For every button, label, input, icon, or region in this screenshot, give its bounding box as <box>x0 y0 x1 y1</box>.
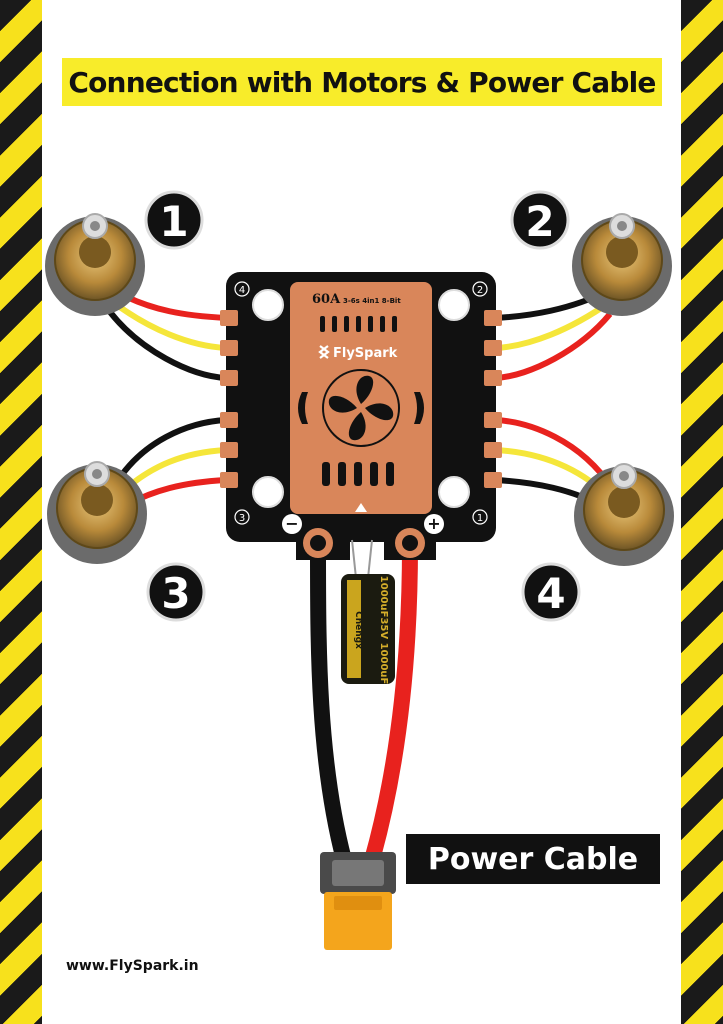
corner-label-1: 1 <box>477 513 483 524</box>
hazard-stripe-right <box>681 0 723 1024</box>
title-banner: Connection with Motors & Power Cable <box>62 58 662 106</box>
arrow-up-icon <box>355 503 367 512</box>
motor-1 <box>45 213 145 316</box>
mount-hole <box>252 476 284 508</box>
mount-hole <box>252 289 284 321</box>
motor-3 <box>47 461 147 564</box>
mount-hole <box>438 476 470 508</box>
motor-2 <box>572 213 672 316</box>
fan-icon <box>322 369 400 447</box>
mount-hole <box>438 289 470 321</box>
power-wires <box>310 537 418 868</box>
motor-number-3: 3 <box>146 562 206 622</box>
svg-text:3: 3 <box>161 569 190 618</box>
esc-board: 4 2 3 1 60A 3-6s 4in1 8-Bit <box>220 272 502 560</box>
svg-text:2: 2 <box>525 197 554 246</box>
plus-sign: + <box>427 514 440 533</box>
esc-brand: FlySpark <box>333 346 398 361</box>
vent-slots <box>320 316 397 486</box>
motor-4 <box>574 463 674 566</box>
motor-number-1: 1 <box>144 190 204 250</box>
motor-number-2: 2 <box>510 190 570 250</box>
minus-sign: − <box>285 514 298 533</box>
xt60-connector <box>320 852 396 950</box>
esc-rating: 60A <box>312 292 341 307</box>
corner-label-3: 3 <box>239 513 245 524</box>
page-title: Connection with Motors & Power Cable <box>68 65 656 99</box>
corner-label-4: 4 <box>239 285 245 296</box>
capacitor: 1000uF35V 1000uF Chengx <box>341 539 395 685</box>
power-cable-label: Power Cable <box>406 834 660 884</box>
capacitor-brand: Chengx <box>353 611 363 649</box>
flyspark-logo: FlySpark <box>318 345 398 361</box>
svg-text:4: 4 <box>536 569 565 618</box>
corner-label-2: 2 <box>477 285 483 296</box>
side-pads <box>220 310 502 488</box>
website-url: www.FlySpark.in <box>66 958 199 974</box>
capacitor-spec: 1000uF35V 1000uF <box>378 576 389 685</box>
motor-number-4: 4 <box>521 562 581 622</box>
esc-spec: 3-6s 4in1 8-Bit <box>343 297 401 305</box>
hazard-stripe-left <box>0 0 42 1024</box>
svg-text:1: 1 <box>159 197 188 246</box>
